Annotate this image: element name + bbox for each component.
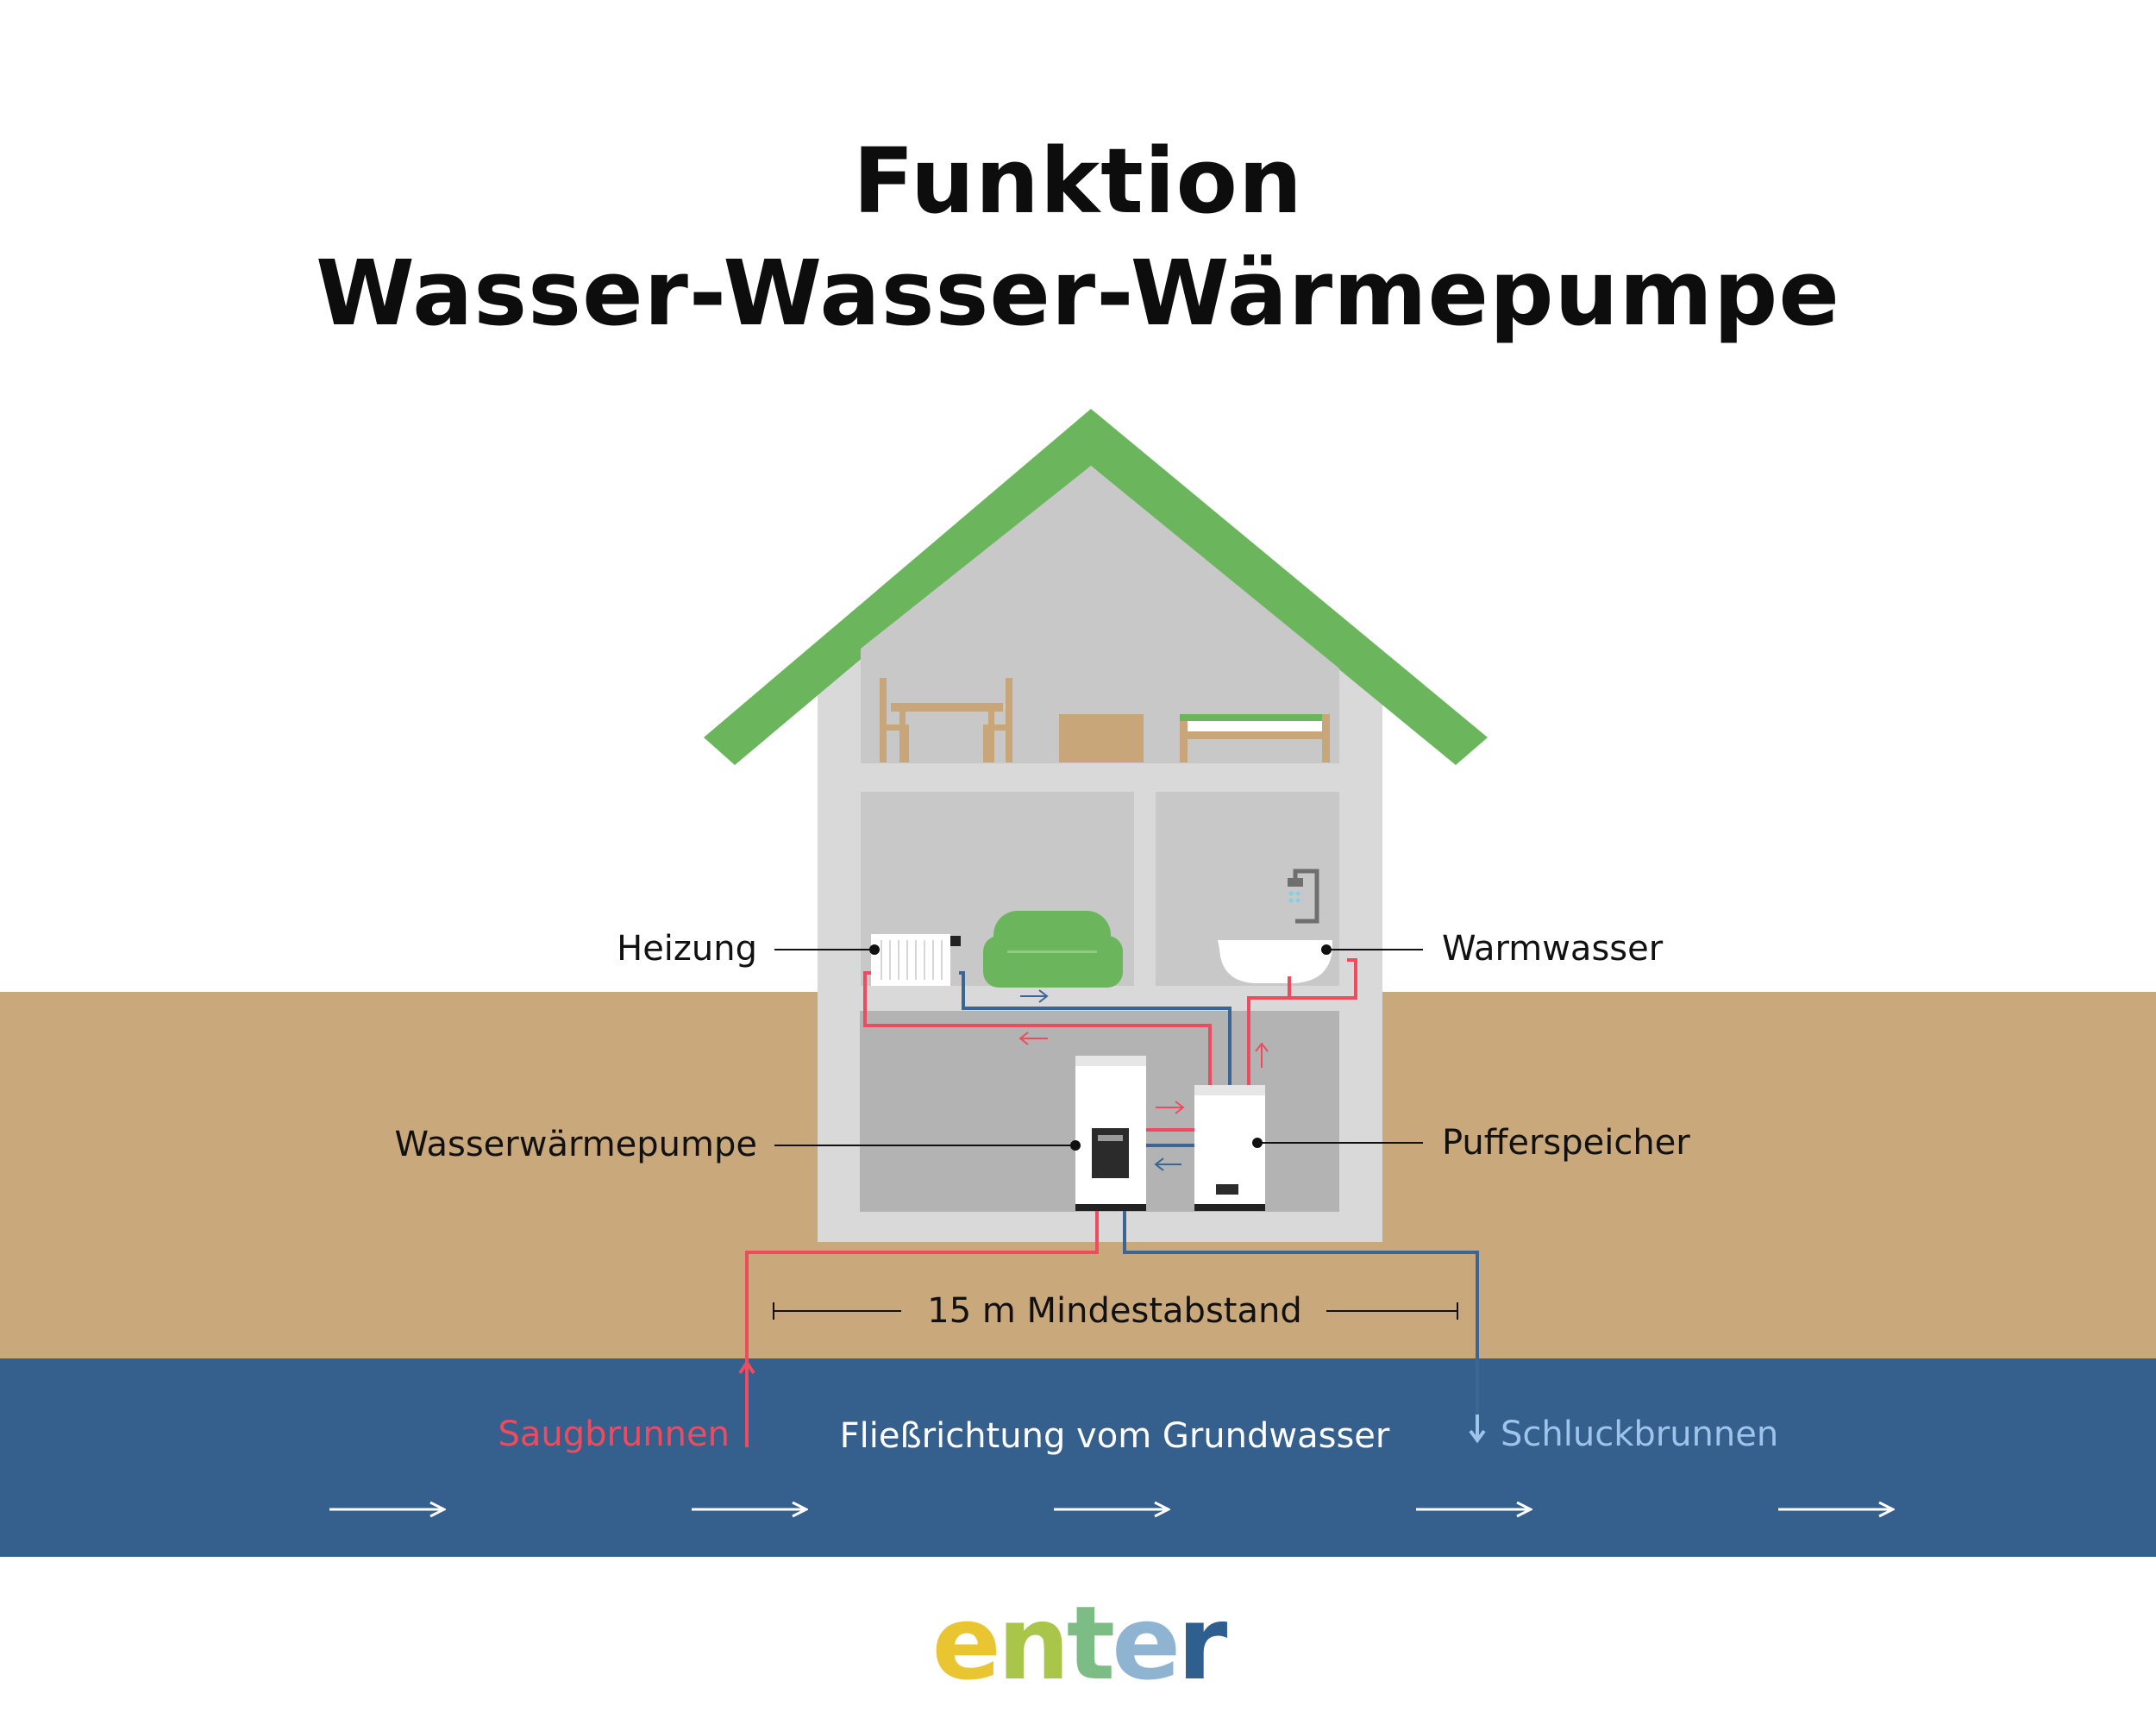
heat-pump-unit: [1075, 1056, 1146, 1211]
label-wasserwaermepumpe: Wasserwärmepumpe: [394, 1125, 758, 1164]
distance-marker: [773, 1302, 1458, 1320]
attic-room: [861, 466, 1339, 763]
dresser-icon: [1059, 714, 1144, 762]
label-schluckbrunnen: Schluckbrunnen: [1501, 1414, 1779, 1454]
page-title-line1: Funktion: [853, 129, 1303, 234]
logo-letter-r: r: [1177, 1584, 1227, 1703]
bathtub-icon: [1218, 940, 1332, 983]
hot-pipes: [745, 958, 1357, 1447]
leader-lines: [774, 944, 1423, 1151]
page-title-line2: Wasser-Wasser-Wärmepumpe: [316, 241, 1840, 346]
cold-pipes: [959, 971, 1479, 1439]
label-pufferspeicher: Pufferspeicher: [1442, 1123, 1690, 1163]
bed-icon: [1180, 714, 1330, 762]
label-warmwasser: Warmwasser: [1442, 929, 1664, 969]
sofa-icon: [983, 911, 1123, 988]
enter-logo: enter: [862, 1587, 1294, 1699]
dining-table-icon: [880, 678, 1012, 762]
shower-icon: [1288, 869, 1319, 924]
groundwater-layer: [0, 1358, 2156, 1557]
logo-letter-e1: e: [931, 1584, 1001, 1703]
label-saugbrunnen: Saugbrunnen: [498, 1414, 730, 1454]
flow-arrows: [738, 989, 1486, 1447]
buffer-tank: [1194, 1085, 1265, 1211]
logo-letter-t: t: [1066, 1584, 1115, 1703]
logo-letter-n: n: [997, 1584, 1070, 1703]
label-fliessrichtung: Fließrichtung vom Grundwasser: [839, 1416, 1390, 1456]
radiator-icon: [871, 934, 961, 986]
label-heizung: Heizung: [617, 929, 757, 969]
logo-letter-e2: e: [1112, 1584, 1181, 1703]
label-mindestabstand: 15 m Mindestabstand: [927, 1291, 1302, 1331]
